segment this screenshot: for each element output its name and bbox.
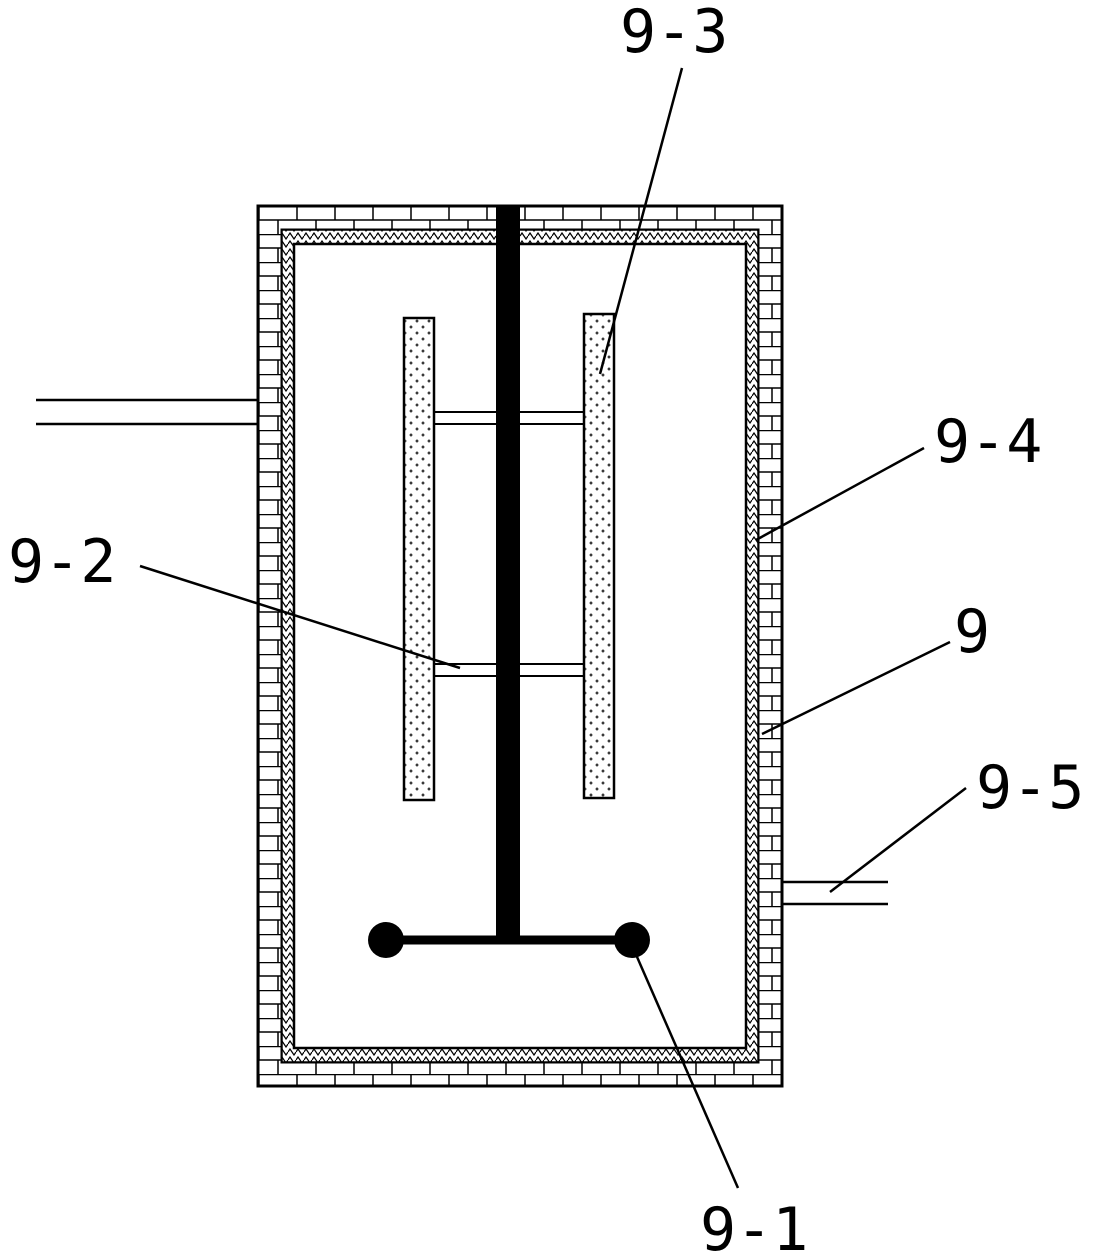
inlet-pipe bbox=[36, 398, 258, 426]
central-shaft bbox=[496, 206, 520, 942]
blade-ball-left bbox=[368, 922, 404, 958]
label-9-5: 9-5 bbox=[976, 753, 1084, 823]
connecting-rods bbox=[434, 411, 584, 677]
outlet-pipe bbox=[782, 880, 888, 906]
leader-9-5 bbox=[829, 787, 967, 893]
leader-9-3 bbox=[598, 67, 684, 375]
electrode-plate-right bbox=[582, 312, 616, 800]
leader-9-2 bbox=[139, 564, 461, 670]
label-9: 9 bbox=[954, 597, 990, 667]
label-9-1: 9-1 bbox=[700, 1195, 808, 1256]
leader-9 bbox=[761, 640, 951, 736]
label-9-3: 9-3 bbox=[620, 0, 728, 67]
blade-ball-right bbox=[614, 922, 650, 958]
electrode-plate-left bbox=[402, 316, 436, 802]
label-9-4: 9-4 bbox=[934, 407, 1042, 477]
leader-lines bbox=[139, 67, 967, 1189]
leader-9-1 bbox=[632, 949, 740, 1189]
stirring-blade bbox=[368, 922, 650, 958]
leader-9-4 bbox=[755, 446, 925, 542]
label-9-2: 9-2 bbox=[8, 527, 116, 597]
